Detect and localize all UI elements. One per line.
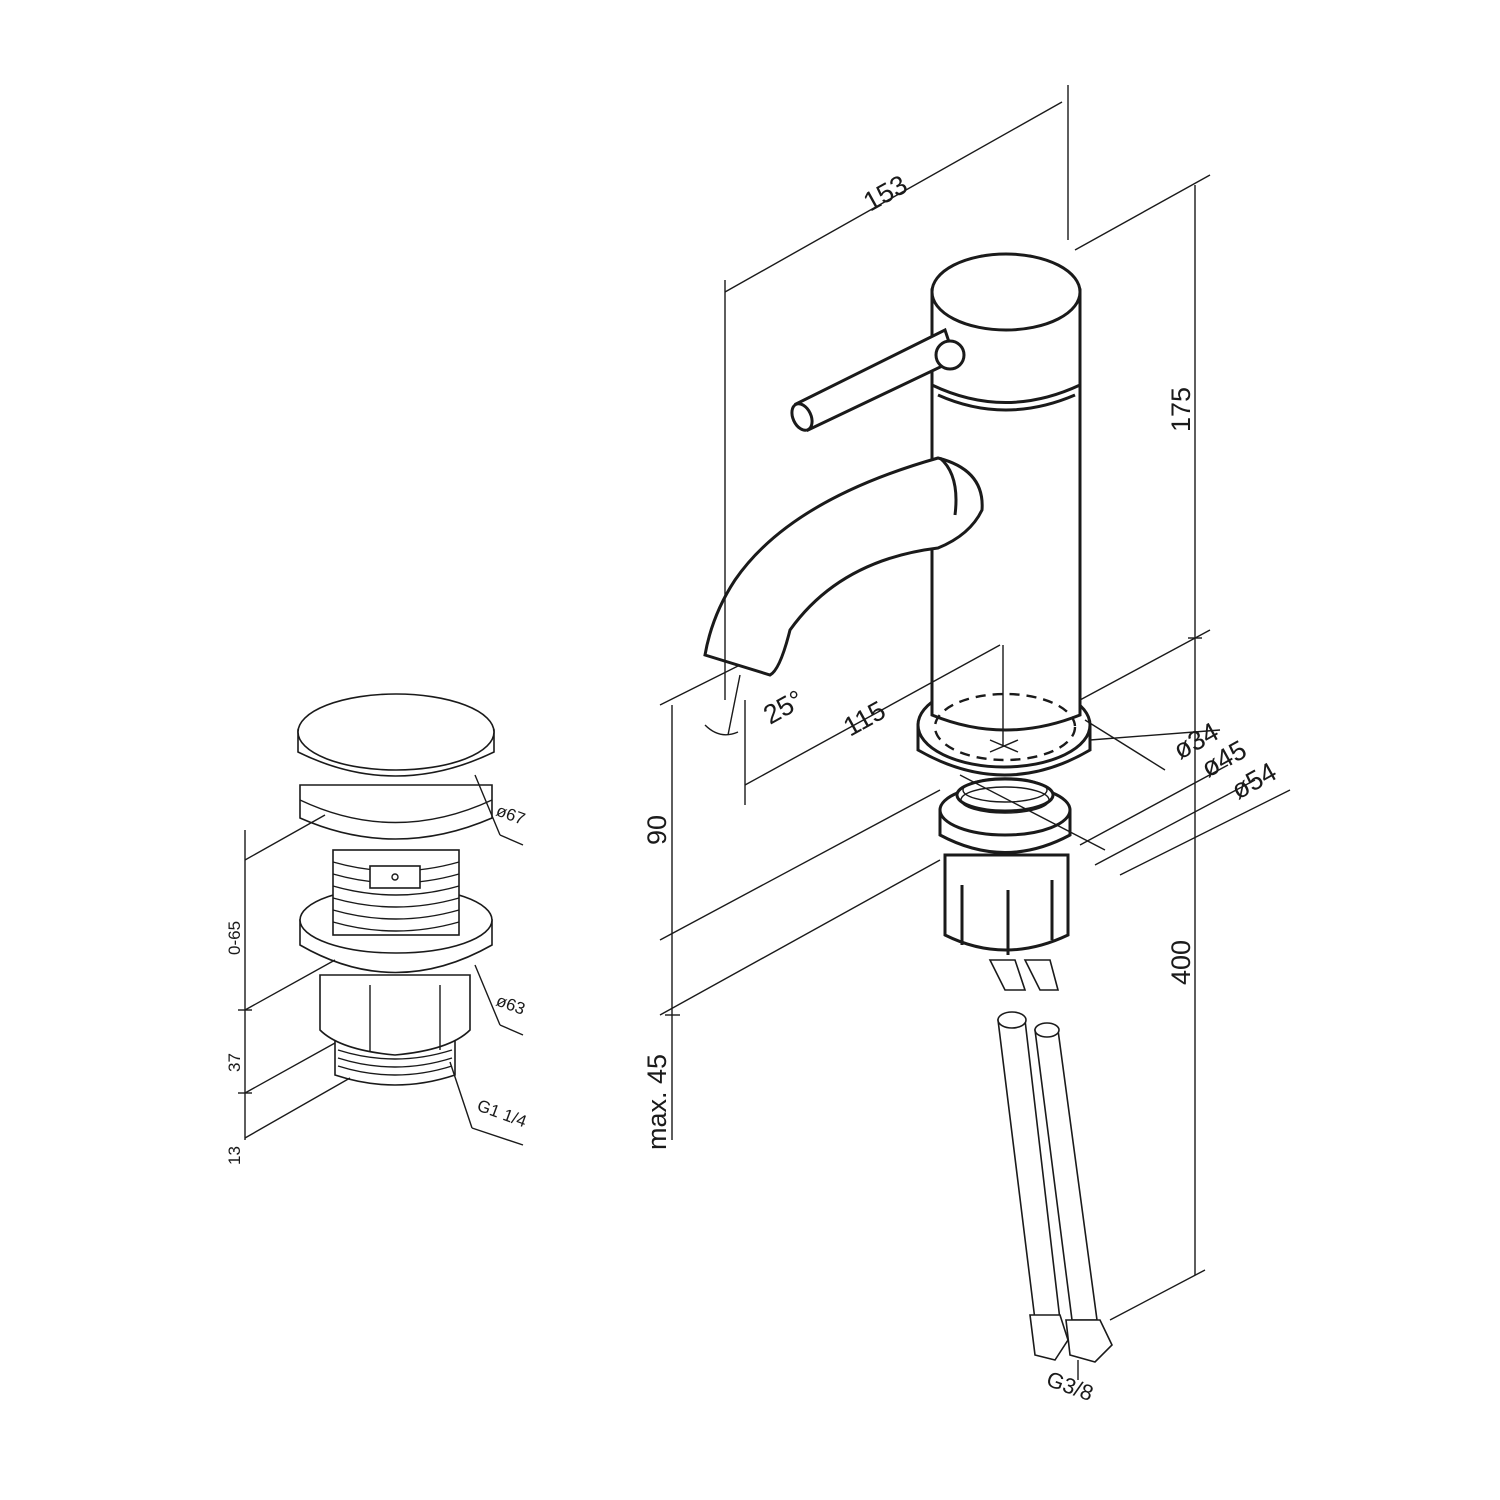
drain-body-length-label: 37 xyxy=(225,1053,244,1072)
drain-thread-length-label: 13 xyxy=(225,1146,244,1165)
hose-thread-label: G3/8 xyxy=(1043,1366,1096,1406)
basin-mixer-faucet: 153 175 115 25° 90 max. 45 ø34 ø45 ø54 4… xyxy=(642,85,1291,1406)
spout-height-label: 90 xyxy=(642,815,672,845)
drain-stroke-label: 0-65 xyxy=(225,921,244,955)
hose-length-label: 400 xyxy=(1166,940,1196,985)
drain-flange-diameter-label: ø63 xyxy=(494,991,528,1019)
drain-cap-diameter-label: ø67 xyxy=(494,801,528,829)
max-deck-thickness-label: max. 45 xyxy=(642,1054,672,1150)
drain-thread-label: G1 1/4 xyxy=(475,1096,529,1131)
spout-reach-label: 115 xyxy=(838,695,890,742)
pop-up-drain: 0-65 37 13 ø67 ø63 G1 1/4 xyxy=(225,693,529,1165)
spout-angle-label: 25° xyxy=(758,684,808,730)
flexible-hoses xyxy=(988,959,1113,1380)
total-length-label: 153 xyxy=(858,169,912,217)
height-label: 175 xyxy=(1166,387,1196,432)
dimension-lines xyxy=(659,85,1291,1321)
